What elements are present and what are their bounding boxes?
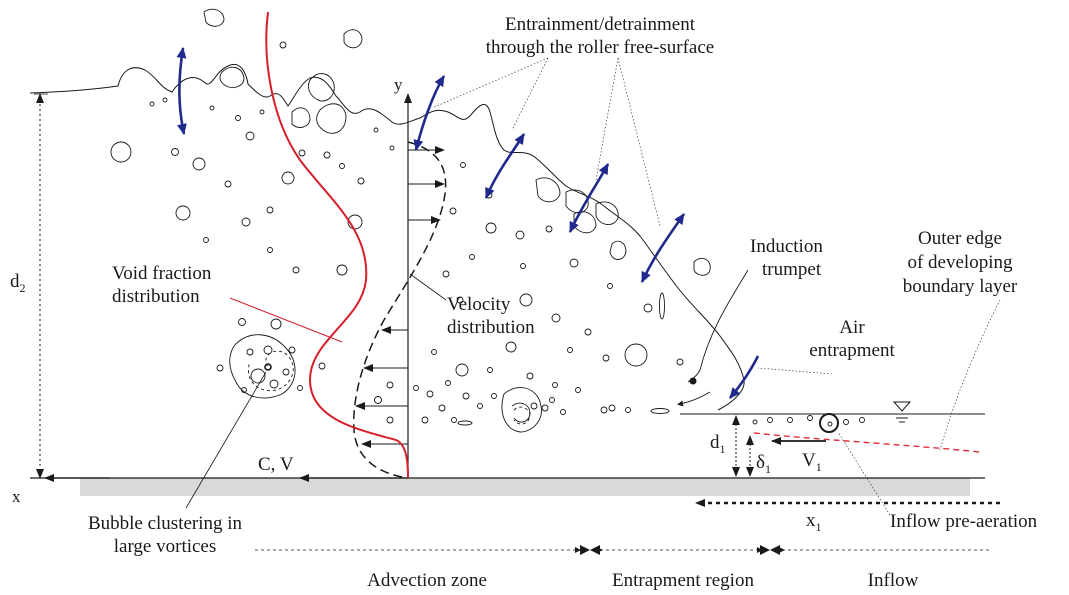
zone-tick-2 bbox=[590, 545, 600, 555]
channel-bed bbox=[80, 478, 970, 496]
velocity-label-line2: distribution bbox=[447, 317, 535, 338]
entrapment-region-label: Entrapment region bbox=[612, 570, 754, 591]
bubble-clustering-label-line2: large vortices bbox=[114, 536, 217, 557]
air-entrapment-label-line1: Air bbox=[839, 317, 865, 338]
zone-tick-3 bbox=[760, 545, 770, 555]
vortex-spiral bbox=[248, 350, 294, 392]
cv-label: C, V bbox=[258, 454, 294, 475]
entrainment-label-line1: Entrainment/detrainment bbox=[505, 14, 696, 35]
outer-edge-label-line3: boundary layer bbox=[903, 276, 1018, 297]
void-fraction-curve bbox=[265, 11, 409, 479]
d1-label: d1 bbox=[710, 432, 726, 456]
induction-label-line1: Induction bbox=[750, 236, 823, 257]
void-fraction-label-line2: distribution bbox=[112, 286, 200, 307]
bubble-clustering-label-line1: Bubble clustering in bbox=[88, 513, 243, 534]
entrainment-label-line2: through the roller free-surface bbox=[486, 37, 714, 58]
roller-free-surface bbox=[29, 64, 745, 411]
induction-trumpet-dot bbox=[689, 377, 697, 385]
zone-tick-1 bbox=[580, 545, 590, 555]
elongated-bubbles bbox=[457, 292, 670, 426]
free-surface-symbol bbox=[892, 401, 912, 412]
x1-label: x1 bbox=[806, 510, 822, 534]
v1-label: V1 bbox=[802, 450, 822, 474]
outer-edge-label-line1: Outer edge bbox=[918, 228, 1002, 249]
vortex-center bbox=[264, 363, 272, 371]
d2-label: d2 bbox=[10, 271, 26, 295]
boundary-layer-edge bbox=[753, 432, 981, 453]
velocity-profile bbox=[353, 141, 447, 479]
void-leader bbox=[229, 297, 343, 343]
void-fraction-label-line1: Void fraction bbox=[112, 263, 212, 284]
leader-lines bbox=[431, 57, 1001, 516]
air-bubbles bbox=[110, 41, 865, 427]
zone-tick-4 bbox=[770, 545, 780, 555]
inflow-preaeration-label: Inflow pre-aeration bbox=[890, 511, 1038, 532]
entrainment-arrows bbox=[176, 47, 760, 399]
advection-zone-label: Advection zone bbox=[367, 570, 487, 591]
y-axis-label: y bbox=[394, 75, 403, 94]
inflow-label: Inflow bbox=[868, 570, 919, 591]
velocity-label-line1: Velocity bbox=[447, 294, 511, 315]
bubble-leader bbox=[185, 371, 267, 509]
outer-edge-label-line2: of developing bbox=[907, 252, 1013, 273]
air-entrapment-label-line2: entrapment bbox=[809, 340, 895, 361]
cluster-vortex-spiral bbox=[513, 406, 531, 425]
induction-label-line2: trumpet bbox=[762, 259, 822, 280]
induction-trumpet-arrow bbox=[677, 391, 711, 407]
delta1-label: δ1 bbox=[756, 452, 771, 476]
velocity-leader bbox=[409, 273, 447, 301]
velocity-arrows bbox=[355, 146, 445, 448]
inflow-bubble bbox=[819, 413, 839, 433]
x-axis-label: x bbox=[12, 487, 21, 506]
foam-outlines bbox=[203, 8, 711, 433]
